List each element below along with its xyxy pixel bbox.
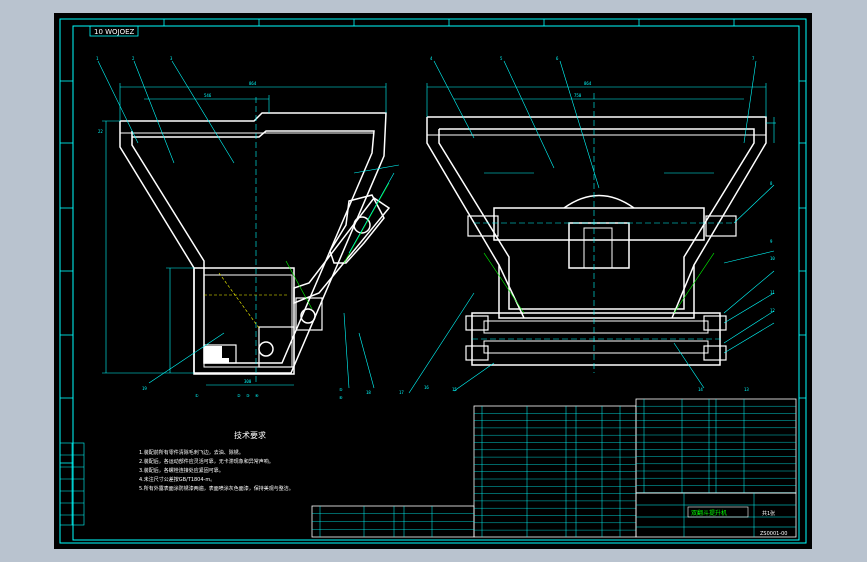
callout-c3: ③ xyxy=(246,393,250,398)
title-block: 双翻斗提升机 共1张 ZS0001-00 xyxy=(635,492,797,538)
callout-15: 15 xyxy=(452,387,457,392)
callout-19: 19 xyxy=(142,386,147,391)
callouts-left: 1 2 3 19 ① ② ③ ④ ⑤ ⑥ 18 xyxy=(96,56,371,400)
drawing-number: ZS0001-00 xyxy=(760,531,788,537)
callout-1: 1 xyxy=(96,56,99,61)
drawing-code: 10 WOJOEZ xyxy=(94,28,135,36)
callout-9: 9 xyxy=(770,239,773,244)
callout-6: 6 xyxy=(556,56,559,61)
callouts-right: 4 5 6 7 8 9 10 11 12 13 14 15 16 17 xyxy=(399,56,775,395)
tech-line-3: 3.装配后，各螺栓连接处应紧固可靠。 xyxy=(139,467,224,474)
callout-7: 7 xyxy=(752,56,755,61)
right-view-dimensions xyxy=(426,83,776,373)
dim-left-inner: 546 xyxy=(204,93,212,98)
cad-drawing: 10 WOJOEZ xyxy=(59,18,807,544)
dim-right-top: 864 xyxy=(584,81,592,86)
dim-left-top: 864 xyxy=(249,81,257,86)
callout-c1: ① xyxy=(195,393,199,398)
callout-2: 2 xyxy=(132,56,135,61)
drawing-name: 双翻斗提升机 xyxy=(691,509,727,517)
leader-lines xyxy=(97,60,775,394)
tech-line-2: 2.装配后，各运动部件应灵活可靠，无卡滞现象和异常声响。 xyxy=(139,458,274,465)
callout-c6: ⑥ xyxy=(339,395,343,400)
tech-line-4: 4.未注尺寸公差按GB/T1804-m。 xyxy=(139,476,215,483)
callout-10: 10 xyxy=(770,256,775,261)
dim-left-side: 22 xyxy=(98,129,103,134)
callout-13: 13 xyxy=(744,387,749,392)
callout-c5: ⑤ xyxy=(339,387,343,392)
callout-17: 17 xyxy=(399,390,404,395)
tech-line-1: 1.装配前所有零件清除毛刺飞边，去油、除锈。 xyxy=(139,449,244,456)
left-view-dimensions xyxy=(102,83,400,386)
dim-left-bottom: 300 xyxy=(244,379,252,384)
callout-8: 8 xyxy=(770,181,773,186)
outer-border xyxy=(59,18,807,544)
callout-11: 11 xyxy=(770,290,775,295)
bom-table-right xyxy=(635,398,797,494)
right-view xyxy=(426,116,767,366)
callout-18: 18 xyxy=(366,390,371,395)
tech-title: 技术要求 xyxy=(234,430,266,440)
revision-strip xyxy=(59,442,85,526)
callout-12: 12 xyxy=(770,308,775,313)
zone-ticks xyxy=(60,19,806,464)
callout-c2: ② xyxy=(237,393,241,398)
drawing-viewport[interactable]: 10 WOJOEZ xyxy=(54,13,812,549)
drawing-code-box xyxy=(89,25,139,37)
tech-requirements: 技术要求 1.装配前所有零件清除毛刺飞边，去油、除锈。 2.装配后，各运动部件应… xyxy=(139,430,294,492)
callout-14: 14 xyxy=(698,387,703,392)
callout-c4: ④ xyxy=(255,393,259,398)
callout-5: 5 xyxy=(500,56,503,61)
callout-3: 3 xyxy=(170,56,173,61)
callout-4: 4 xyxy=(430,56,433,61)
sheet-count: 共1张 xyxy=(762,510,775,517)
tech-line-5: 5.所有外露表面涂防锈漆两遍，表面喷涂灰色面漆，保持美观与整洁。 xyxy=(139,485,294,492)
inner-border xyxy=(72,25,800,541)
callout-16: 16 xyxy=(424,385,429,390)
left-view-fill xyxy=(204,346,229,363)
dim-right-inner: 750 xyxy=(574,93,582,98)
left-view xyxy=(119,112,391,375)
